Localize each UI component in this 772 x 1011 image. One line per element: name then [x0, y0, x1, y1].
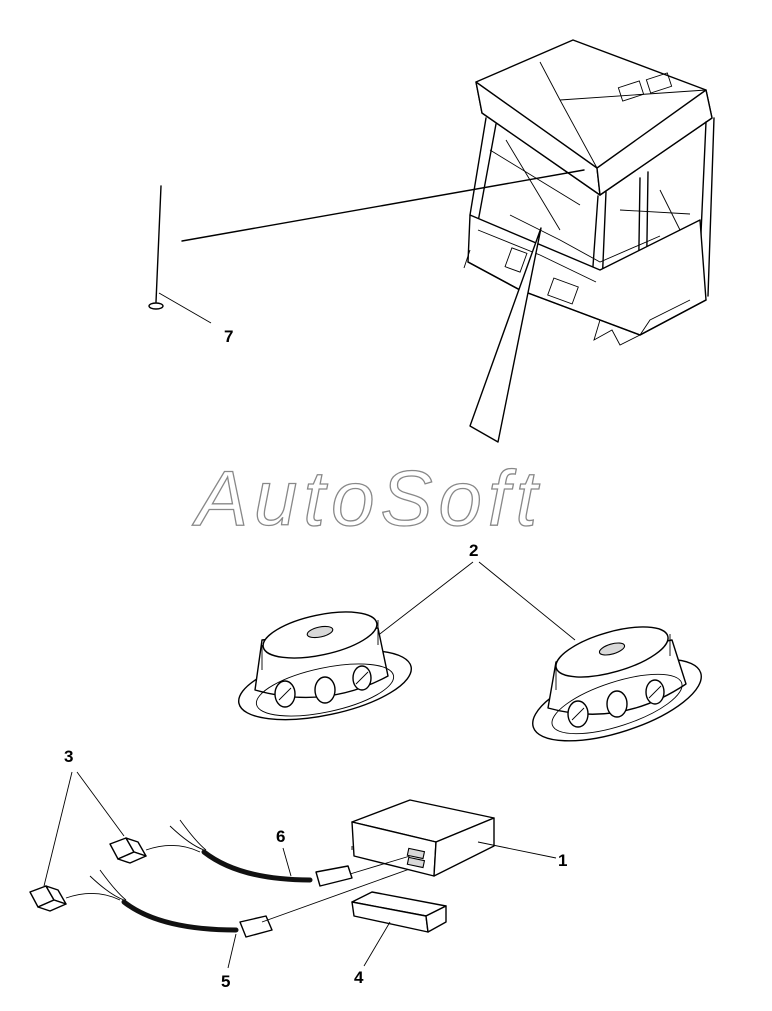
callout-2: 2: [469, 541, 478, 560]
speaker-left: [237, 611, 413, 721]
cable-harness-5: [65, 869, 273, 938]
callout-5: 5: [221, 972, 230, 991]
connector-leader-lower: [43, 771, 73, 887]
speaker-leader-left: [371, 561, 474, 641]
cable-harness-6: [145, 819, 353, 887]
callout-6: 6: [276, 827, 285, 846]
speaker-right: [532, 626, 702, 742]
cab-floor-leader-wedge: [469, 227, 542, 443]
speaker-leader-right: [478, 561, 576, 641]
callout-1: 1: [558, 851, 567, 870]
callout-3: 3: [64, 747, 73, 766]
callout-7: 7: [224, 327, 233, 346]
callout-4: 4: [354, 968, 364, 987]
mounting-bracket: [351, 891, 447, 933]
connector-upper: [109, 837, 147, 864]
cable5-leader: [227, 933, 237, 969]
connector-leader-upper: [76, 771, 125, 837]
antenna-leader-line: [181, 169, 585, 242]
cable5-to-unit-line: [261, 865, 419, 923]
antenna: [148, 185, 212, 324]
tractor-cab: [463, 39, 715, 346]
radio-unit: [351, 799, 495, 877]
connector-lower: [29, 885, 67, 912]
bracket-leader: [363, 921, 391, 967]
watermark-logo: AutoSoft: [192, 454, 543, 542]
radio-unit-leader: [477, 841, 557, 859]
cable6-leader: [282, 847, 292, 877]
unit-to-cable6-line: [349, 855, 411, 875]
